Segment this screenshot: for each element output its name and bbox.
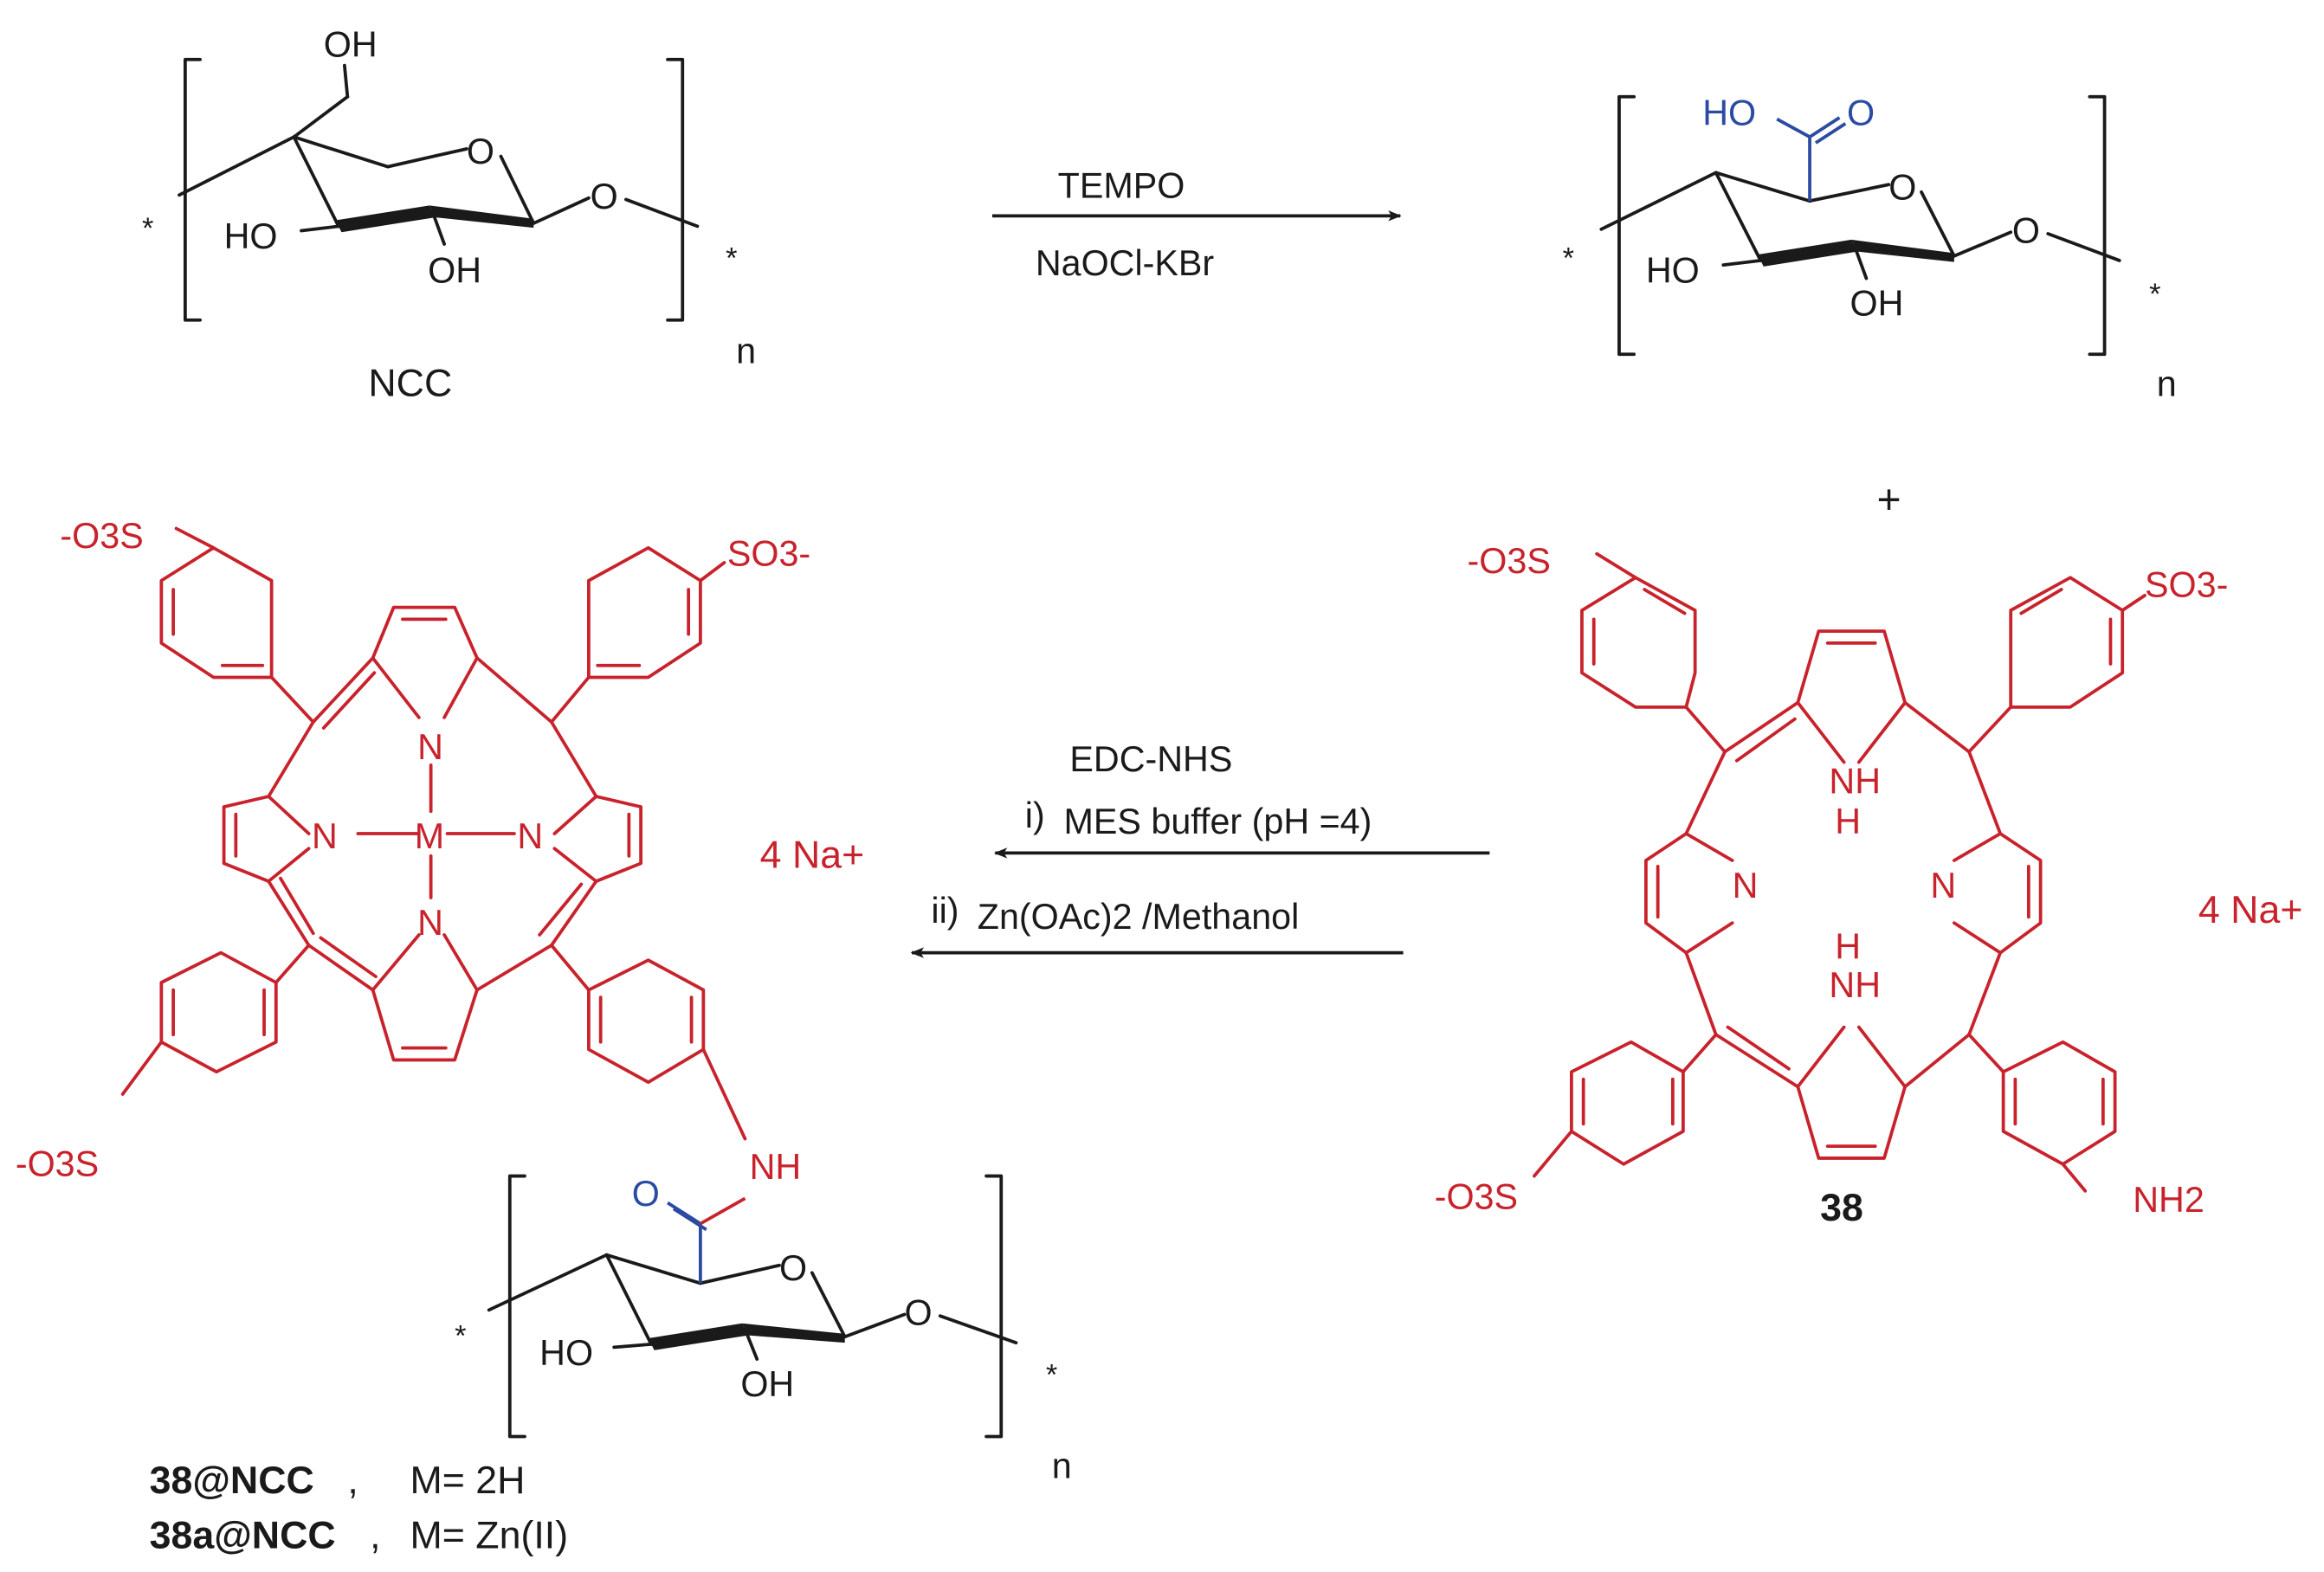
prod-metal: M bbox=[415, 816, 444, 856]
product-porphyrin-structure: -O3S SO3- -O3S N N M N N 4 Na+ NH bbox=[16, 516, 864, 1187]
step1-reagent-bottom: NaOCl-KBr bbox=[1036, 243, 1215, 283]
ncc-ho-c3: HO bbox=[224, 216, 278, 256]
oxidized-oh-c2: OH bbox=[1850, 284, 1904, 324]
prod-amide-nh: NH bbox=[750, 1147, 802, 1187]
conjugated-ncc-structure: O O O HO OH * * n bbox=[455, 1174, 1072, 1486]
product-legend: 38@NCC , M= 2H 38a@NCC , M= Zn(II) bbox=[150, 1459, 568, 1557]
step2-arrow-group: EDC-NHS i) MES buffer (pH =4) ii) Zn(OAc… bbox=[910, 739, 1490, 958]
product-name-2: 38a@NCC bbox=[150, 1514, 336, 1556]
prod-n-bottom: N bbox=[417, 903, 443, 943]
step1-arrow-group: TEMPO NaOCl-KBr bbox=[991, 166, 1402, 283]
ncc-star-left: * bbox=[142, 212, 153, 245]
prod-so3-bottomleft: -O3S bbox=[16, 1144, 99, 1184]
oxidized-ring-oxygen: O bbox=[1888, 167, 1916, 207]
conj-amide-o: O bbox=[632, 1174, 660, 1214]
conj-glycosidic-oxygen: O bbox=[904, 1293, 932, 1333]
conj-star-right: * bbox=[1046, 1358, 1057, 1391]
ncc-n-subscript: n bbox=[736, 332, 756, 371]
product-metal-2: M= Zn(II) bbox=[410, 1514, 569, 1556]
c38-counterion: 4 Na+ bbox=[2198, 889, 2303, 931]
step2-ii-text: Zn(OAc)2 /Methanol bbox=[978, 897, 1300, 937]
prod-n-left: N bbox=[312, 816, 338, 856]
oxidized-star-left: * bbox=[1563, 242, 1574, 275]
oxidized-glycosidic-oxygen: O bbox=[2012, 210, 2040, 250]
product-metal-1: M= 2H bbox=[410, 1459, 526, 1502]
step1-reagent-top: TEMPO bbox=[1058, 166, 1185, 206]
c38-h-bottom: H bbox=[1835, 926, 1861, 966]
oxidized-carboxyl-ho: HO bbox=[1702, 93, 1756, 132]
ncc-ring-oxygen: O bbox=[467, 132, 494, 171]
c38-h-top: H bbox=[1835, 802, 1861, 841]
plus-sign: + bbox=[1876, 476, 1901, 523]
c38-so3-right: SO3- bbox=[2145, 565, 2228, 605]
compound-38-label: 38 bbox=[1820, 1187, 1863, 1229]
c38-nh-bottom: NH bbox=[1829, 965, 1881, 1005]
oxidized-ncc-structure: HO O O O HO OH * * n bbox=[1563, 93, 2177, 403]
c38-nh-top: NH bbox=[1829, 762, 1881, 802]
oxidized-star-right: * bbox=[2149, 278, 2160, 311]
conj-n-subscript: n bbox=[1052, 1446, 1072, 1486]
product-name-1: 38@NCC bbox=[150, 1459, 314, 1502]
ncc-oh-c2: OH bbox=[428, 251, 481, 291]
step2-i-marker: i) bbox=[1025, 796, 1045, 835]
prod-n-top: N bbox=[417, 727, 443, 767]
prod-so3-topright: SO3- bbox=[727, 533, 810, 573]
oxidized-carboxyl-o: O bbox=[1847, 93, 1875, 132]
c38-n-right: N bbox=[1930, 866, 1956, 905]
step2-i-text: MES buffer (pH =4) bbox=[1064, 802, 1372, 841]
prod-n-right: N bbox=[517, 816, 543, 856]
product-comma-1: , bbox=[347, 1459, 358, 1502]
ncc-oh-primary: OH bbox=[324, 24, 378, 64]
oxidized-n-subscript: n bbox=[2157, 364, 2177, 403]
ncc-label: NCC bbox=[368, 362, 452, 404]
ncc-structure: OH O O HO OH * * n NCC bbox=[142, 24, 756, 404]
prod-so3-topleft: -O3S bbox=[60, 516, 143, 556]
compound-38-structure: -O3S SO3- -O3S NH2 NH H H NH N N 4 Na+ 3… bbox=[1435, 541, 2303, 1229]
product-comma-2: , bbox=[370, 1514, 380, 1556]
conj-star-left: * bbox=[455, 1320, 466, 1353]
c38-n-left: N bbox=[1733, 866, 1759, 905]
oxidized-ho-c3: HO bbox=[1646, 251, 1700, 291]
c38-nh2: NH2 bbox=[2133, 1180, 2205, 1220]
conj-ho-c3: HO bbox=[539, 1333, 593, 1373]
prod-counterion: 4 Na+ bbox=[760, 834, 865, 877]
step2-reagent-top: EDC-NHS bbox=[1069, 739, 1232, 779]
c38-so3-left: -O3S bbox=[1468, 541, 1551, 581]
ncc-glycosidic-oxygen: O bbox=[591, 177, 618, 216]
step2-ii-marker: ii) bbox=[931, 891, 959, 931]
conj-ring-oxygen: O bbox=[779, 1248, 807, 1288]
ncc-star-right: * bbox=[726, 242, 737, 275]
conj-oh-c2: OH bbox=[740, 1364, 794, 1404]
c38-so3-bottom: -O3S bbox=[1435, 1176, 1518, 1216]
